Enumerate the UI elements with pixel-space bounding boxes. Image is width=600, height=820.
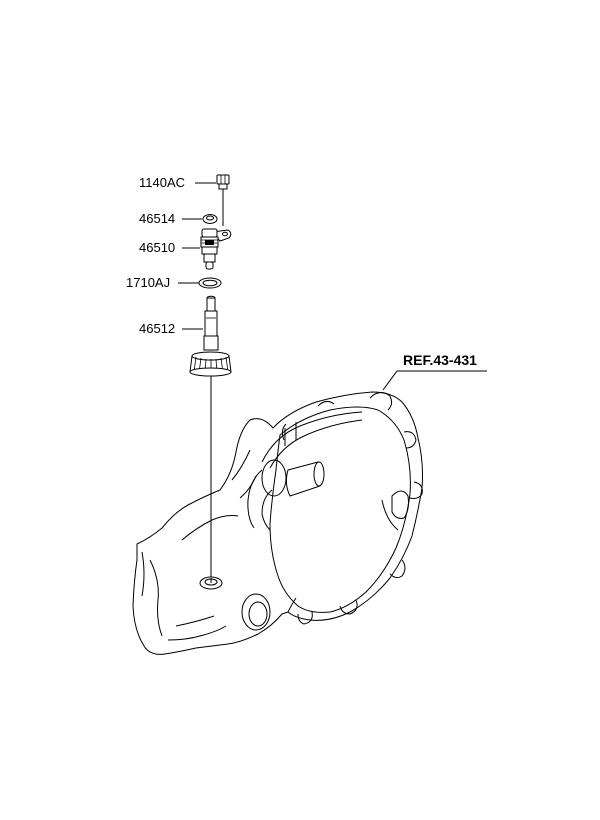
- label-46510: 46510: [139, 240, 175, 255]
- bolt-icon: [216, 174, 230, 226]
- label-1710AJ: 1710AJ: [126, 275, 170, 290]
- label-46514: 46514: [139, 211, 175, 226]
- o-ring-icon: [202, 214, 218, 224]
- transaxle-housing-icon: [132, 391, 423, 655]
- label-reference: REF.43-431: [403, 352, 477, 368]
- speed-sensor-icon: [200, 228, 232, 270]
- leader-lines: [178, 182, 487, 391]
- label-46512: 46512: [139, 321, 175, 336]
- label-1140AC: 1140AC: [139, 175, 185, 190]
- driven-gear-shaft-icon: [189, 295, 232, 578]
- gasket-icon: [198, 277, 222, 289]
